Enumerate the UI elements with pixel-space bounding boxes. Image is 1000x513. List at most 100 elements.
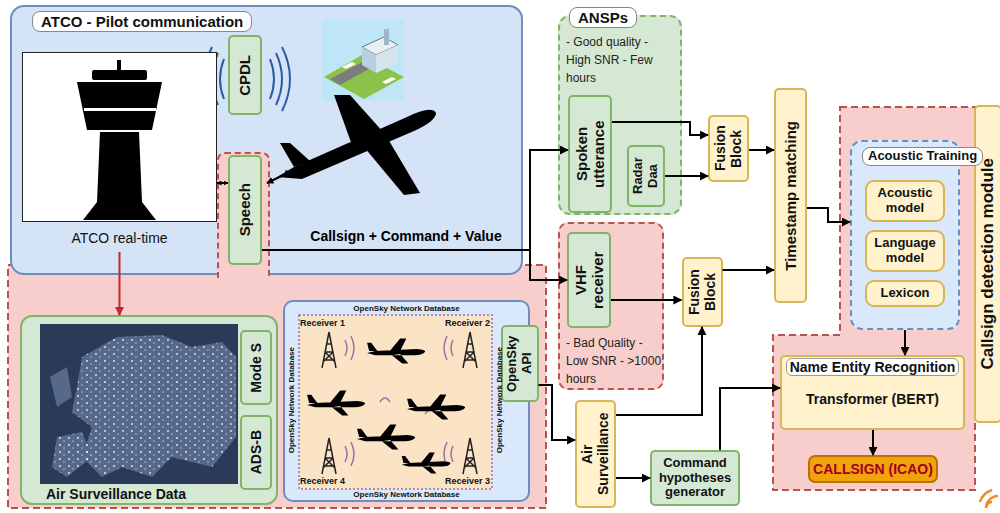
process-box: OpenSky API [501,325,539,402]
node-text: - Bad Quality - Low SNR - >1000 hours [566,334,662,388]
drawing-part [384,29,389,45]
process-box: Spoken utterance [568,95,612,213]
text-holder: - Good quality - High SNR - Few hours [566,33,674,87]
process-box: Radar Daa [627,145,665,207]
process-box: Language model [865,230,945,272]
connector [807,208,850,222]
tower-box: ATCO real-time [22,52,217,250]
drawing-part [322,332,336,368]
process-box: VHF receiver [567,232,611,328]
receiver-label: Receiver 2 [445,318,490,328]
drawing-part [451,340,453,356]
drawing-part [345,446,347,462]
connector [262,150,568,250]
node-text: OpenSky Network Database [285,304,528,313]
node-text: Command hypotheses generator [654,456,736,501]
data-panel: Air Surveillance Data Mode S ADS-B [20,315,278,505]
drawing-part [362,47,376,73]
text-holder: Acoustic Training [862,146,983,166]
process-box: ADS-B [240,415,272,490]
node-text: Callsign detection module [978,158,998,370]
drawing-part [322,19,404,101]
drawing-part [50,367,72,407]
node-text: Air Surveillance [579,404,611,504]
group-box: - Bad Quality - Low SNR - >1000 hours VHF… [558,222,664,390]
drawing-part [280,143,310,167]
drawing-part [376,45,398,73]
process-box: Mode S [240,330,272,405]
drawing-part [72,335,236,477]
drawing-part [50,335,236,477]
connector [262,250,567,280]
process-box: Name Entity RecognitionTransformer (BERT… [780,355,965,430]
text-holder: Transformer (BERT) [782,391,963,407]
drawing-part [357,425,415,450]
process-box: Command hypotheses generator [650,450,740,506]
surveillance-region [8,265,546,508]
connector [723,269,775,271]
tower-silhouette [22,52,217,222]
drawing-part [382,77,396,84]
process-box: Fusion Block [682,257,723,327]
drawing-part [267,171,292,183]
connector [720,388,780,450]
database-panel: OpenSky Network DatabaseOpenSky Network … [283,300,530,502]
drawing-part [77,82,162,130]
logo-icon [980,490,998,508]
drawing-part [345,340,347,356]
connector [872,430,874,455]
node-text: CALLSIGN (ICAO) [813,461,933,477]
process-box: Lexicon [865,280,945,307]
drawing-part [40,324,238,484]
node-text: Transformer (BERT) [782,391,963,407]
drawing-part [84,108,156,111]
text-holder: OpenSky Network Database [495,347,504,457]
drawing-part [322,19,404,101]
process-box: CPDL [228,35,262,115]
node-text: OpenSky Newtork Database [285,490,528,499]
drawing-part [407,395,465,420]
drawing-part [322,438,336,474]
node-text: CPDL [236,55,253,96]
drawing-part [980,490,992,502]
node-text: OpenSky Network Database [287,347,296,453]
text-holder: OpenSky Newtork Database [285,490,528,499]
drawing-part [463,438,477,474]
drawing-part [351,442,354,466]
text-holder: - Bad Quality - Low SNR - >1000 hours [566,334,662,388]
connector [616,327,702,415]
drawing-part [444,336,447,360]
node-text: Mode S [248,343,264,393]
drawing-part [52,432,92,477]
process-box: Acoustic model [865,180,945,222]
node-text: Air Surveillance Data [46,486,186,502]
node-text: Acoustic model [869,186,941,216]
connector [904,330,906,355]
opensky-illustration [285,302,532,504]
drawing-part [402,453,451,474]
process-box: Speech [228,155,262,265]
node-text: OpenSky Network Database [495,347,504,453]
receiver-label: Receiver 3 [445,476,490,486]
edge-label: Callsign + Command + Value [307,228,504,244]
text-holder: ATCO real-time [22,230,217,246]
drawing-part [83,132,156,220]
connector [119,252,121,315]
node-text: VHF receiver [572,236,607,324]
drawing-part [351,336,354,360]
drawing-part [299,315,492,489]
drawing-part [380,398,390,402]
node-text: Language model [869,236,941,266]
node-text: ADS-B [248,430,264,474]
node-text: Fusion Block [712,119,744,178]
output-box: CALLSIGN (ICAO) [808,455,938,483]
process-box: Air Surveillance [575,400,616,508]
node-text: Lexicon [880,286,929,301]
drawing-part [52,432,92,477]
node-text: Spoken utterance [573,99,608,209]
node-text: ATCO - Pilot communication [32,11,252,32]
drawing-part [277,95,436,195]
node-text: Acoustic Training [862,147,983,166]
text-holder: OpenSky Network Database [287,347,296,457]
